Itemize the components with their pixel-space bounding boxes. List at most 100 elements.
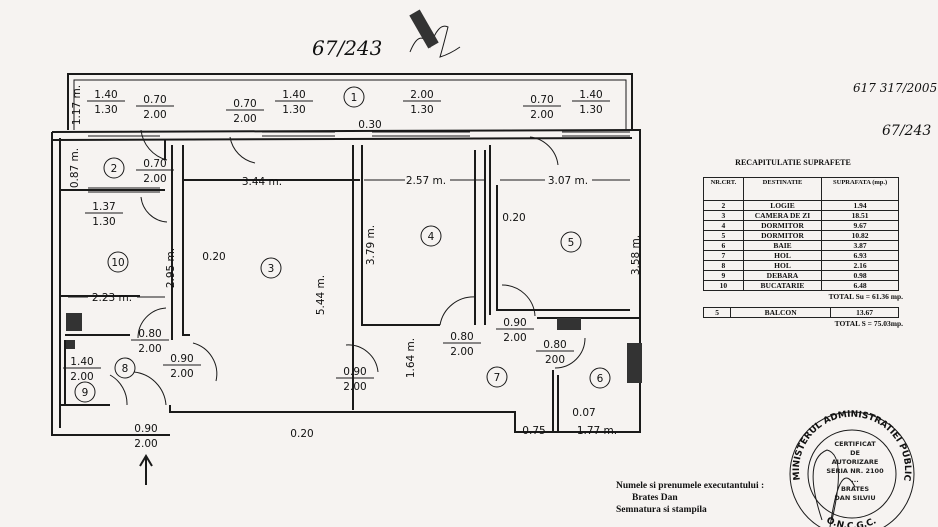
opening-height: 2.00 <box>233 113 256 125</box>
table-cell: 7 <box>703 250 744 261</box>
opening-size-label: 0.902.00 <box>163 353 201 380</box>
opening-width: 0.80 <box>138 328 161 340</box>
dimension-label: 3.07 m. <box>548 175 588 187</box>
executor-name: Brates Dan <box>632 493 678 503</box>
area-summary: RECAPITULATIE SUPRAFETE NR.CRT. DESTINAT… <box>702 158 903 334</box>
room-marker: 10 <box>107 251 129 273</box>
dimension-label: 1.17 m. <box>71 85 83 125</box>
room-circle <box>343 86 365 108</box>
table-cell: HOL <box>742 260 823 271</box>
stamp-inner-text: ... <box>851 476 858 484</box>
opening-width: 0.70 <box>530 94 553 106</box>
table-cell: 5 <box>702 307 732 318</box>
room-marker: 5 <box>560 231 582 253</box>
dimension-label: 3.58 m. <box>630 235 642 275</box>
stamp-inner-text: SERIA NR. 2100 <box>826 467 884 475</box>
room-circle <box>420 225 442 247</box>
table-cell: 1.94 <box>821 200 899 211</box>
walls <box>51 73 642 436</box>
opening-height: 2.00 <box>343 381 366 393</box>
opening-size-label: 0.90 2.00 <box>496 317 534 344</box>
opening-size-label: 2.001.30 <box>403 89 441 116</box>
col-header: SUPRAFATA (mp.) <box>821 177 899 201</box>
col-header: DESTINATIE <box>742 177 823 201</box>
dimension-label: 3.44 m. <box>242 176 282 188</box>
stamp-inner-text: AUTORIZARE <box>832 458 879 466</box>
dimension-label: 0.87 m. <box>69 148 81 188</box>
table-cell: 9.67 <box>821 220 899 231</box>
room-circle <box>260 257 282 279</box>
stamp-inner-text: DE <box>850 449 860 457</box>
dimension-label: 0.07 <box>572 407 595 419</box>
table-cell: 13.67 <box>830 307 899 318</box>
stamp-inner-text: DAN SILVIU <box>834 494 875 502</box>
room-circle <box>74 381 96 403</box>
opening-size-label: 0.80 2.00 <box>131 328 169 355</box>
room-number: 2 <box>111 163 118 175</box>
total-area: TOTAL S = 75.03mp. <box>834 319 903 328</box>
room-circle <box>486 366 508 388</box>
summary-title: RECAPITULATIE SUPRAFETE <box>735 158 851 167</box>
room-number: 1 <box>351 92 358 104</box>
executor-label: Numele si prenumele executantului : <box>616 481 765 491</box>
room-number: 8 <box>122 363 129 375</box>
opening-height: 1.30 <box>94 104 117 116</box>
entrance-arrow-icon <box>139 454 153 485</box>
table-cell: BALCON <box>730 307 832 318</box>
opening-size-label: 0.702.00 <box>523 94 561 121</box>
table-cell: 6.93 <box>821 250 899 261</box>
dimension-label: 1.77 m. <box>577 425 617 437</box>
opening-width: 1.40 <box>70 356 93 368</box>
table-cell: DEBARA <box>742 270 823 281</box>
opening-height: 2.00 <box>138 343 161 355</box>
table-cell: DORMITOR <box>742 230 823 241</box>
table-cell: 18.51 <box>821 210 899 221</box>
opening-width: 0.90 <box>343 366 366 378</box>
opening-height: 2.00 <box>143 109 166 121</box>
opening-height: 1.30 <box>282 104 305 116</box>
total-usable-area: TOTAL Su = 61.36 mp. <box>828 292 903 301</box>
table-cell: 10.82 <box>821 230 899 241</box>
opening-size-label: 0.702.00 <box>136 158 174 185</box>
opening-width: 0.90 <box>503 317 526 329</box>
dimension-label: 0.30 <box>358 119 381 131</box>
balcony-table: 5 BALCON 13.67 <box>702 307 899 318</box>
handwritten-number-top: 67/243 <box>312 36 382 60</box>
room-marker: 3 <box>260 257 282 279</box>
dimension-label: 5.44 m. <box>315 275 327 315</box>
col-header: NR.CRT. <box>703 177 744 201</box>
table-cell: 3 <box>703 210 744 221</box>
dimension-label: 0.20 <box>502 212 525 224</box>
room-marker: 9 <box>74 381 96 403</box>
table-cell: BAIE <box>742 240 823 251</box>
opening-width: 2.00 <box>410 89 433 101</box>
table-cell: 6 <box>703 240 744 251</box>
room-number: 7 <box>494 372 501 384</box>
table-cell: 2.16 <box>821 260 899 271</box>
room-circle <box>560 231 582 253</box>
opening-width: 1.40 <box>94 89 117 101</box>
opening-height: 2.00 <box>450 346 473 358</box>
opening-size-label: 1.371.30 <box>85 201 123 228</box>
room-number: 9 <box>82 387 89 399</box>
table-cell: DORMITOR <box>742 220 823 231</box>
opening-width: 1.40 <box>282 89 305 101</box>
opening-size-label: 0.802.00 <box>443 331 481 358</box>
opening-height: 2.00 <box>503 332 526 344</box>
door-swings <box>109 129 586 406</box>
dimension-label: 0.75 <box>522 425 545 437</box>
stamp-inner-text: CERTIFICAT <box>834 440 876 448</box>
room-marker: 4 <box>420 225 442 247</box>
table-cell: CAMERA DE ZI <box>742 210 823 221</box>
opening-height: 2.00 <box>70 371 93 383</box>
dimension-label: 3.79 m. <box>365 225 377 265</box>
opening-width: 0.70 <box>143 94 166 106</box>
dimension-label: 1.64 m. <box>405 338 417 378</box>
dimension-label: 2.95 m. <box>165 248 177 288</box>
